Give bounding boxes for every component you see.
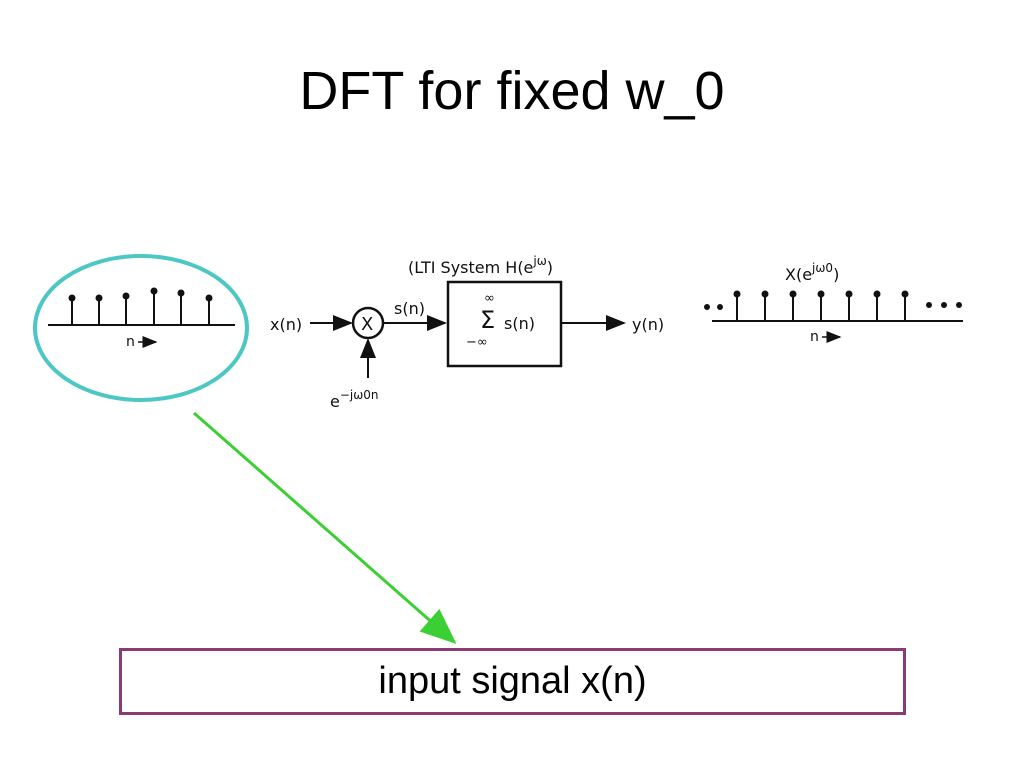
product-label: s(n): [394, 299, 425, 318]
system-label: (LTI System H(ejω): [408, 254, 553, 277]
input-signal-plot: n: [48, 287, 235, 350]
output-value-close: ): [833, 265, 839, 284]
system-label-text: (LTI System H(e: [408, 258, 533, 277]
sum-symbol: Σ: [480, 306, 495, 334]
sum-term: s(n): [504, 314, 535, 333]
system-label-close: ): [547, 258, 553, 277]
output-trailing-dots: [926, 302, 962, 308]
modulator-exponent: −jω0n: [340, 388, 379, 402]
output-signal-stems: [733, 290, 909, 321]
sum-lower-limit: −∞: [466, 335, 488, 350]
highlight-ellipse: [33, 254, 249, 402]
output-leading-dots: [704, 304, 723, 310]
slide-title: DFT for fixed w_0: [299, 61, 725, 121]
multiplier-symbol: X: [361, 314, 373, 335]
output-label: y(n): [632, 315, 664, 334]
output-value-exponent: jω0: [811, 261, 833, 275]
output-value-text: X(e: [785, 265, 812, 284]
pointer-arrow: [193, 411, 457, 644]
modulator-base: e: [330, 392, 340, 411]
output-signal-plot: n: [704, 290, 963, 345]
modulator-label: e−jω0n: [330, 388, 379, 411]
output-axis-label: n: [810, 329, 819, 345]
input-signal-stems: [68, 287, 213, 325]
sum-upper-limit: ∞: [484, 291, 495, 306]
system-label-exponent: jω: [532, 254, 546, 268]
caption-box: input signal x(n): [119, 648, 906, 715]
multiplier-node: X: [351, 306, 385, 340]
caption-text: input signal x(n): [378, 660, 647, 702]
input-label: x(n): [270, 315, 302, 334]
input-axis-label: n: [126, 334, 135, 350]
output-value-label: X(ejω0): [785, 261, 839, 284]
lti-system-box: ∞ Σ −∞ s(n): [446, 280, 563, 368]
